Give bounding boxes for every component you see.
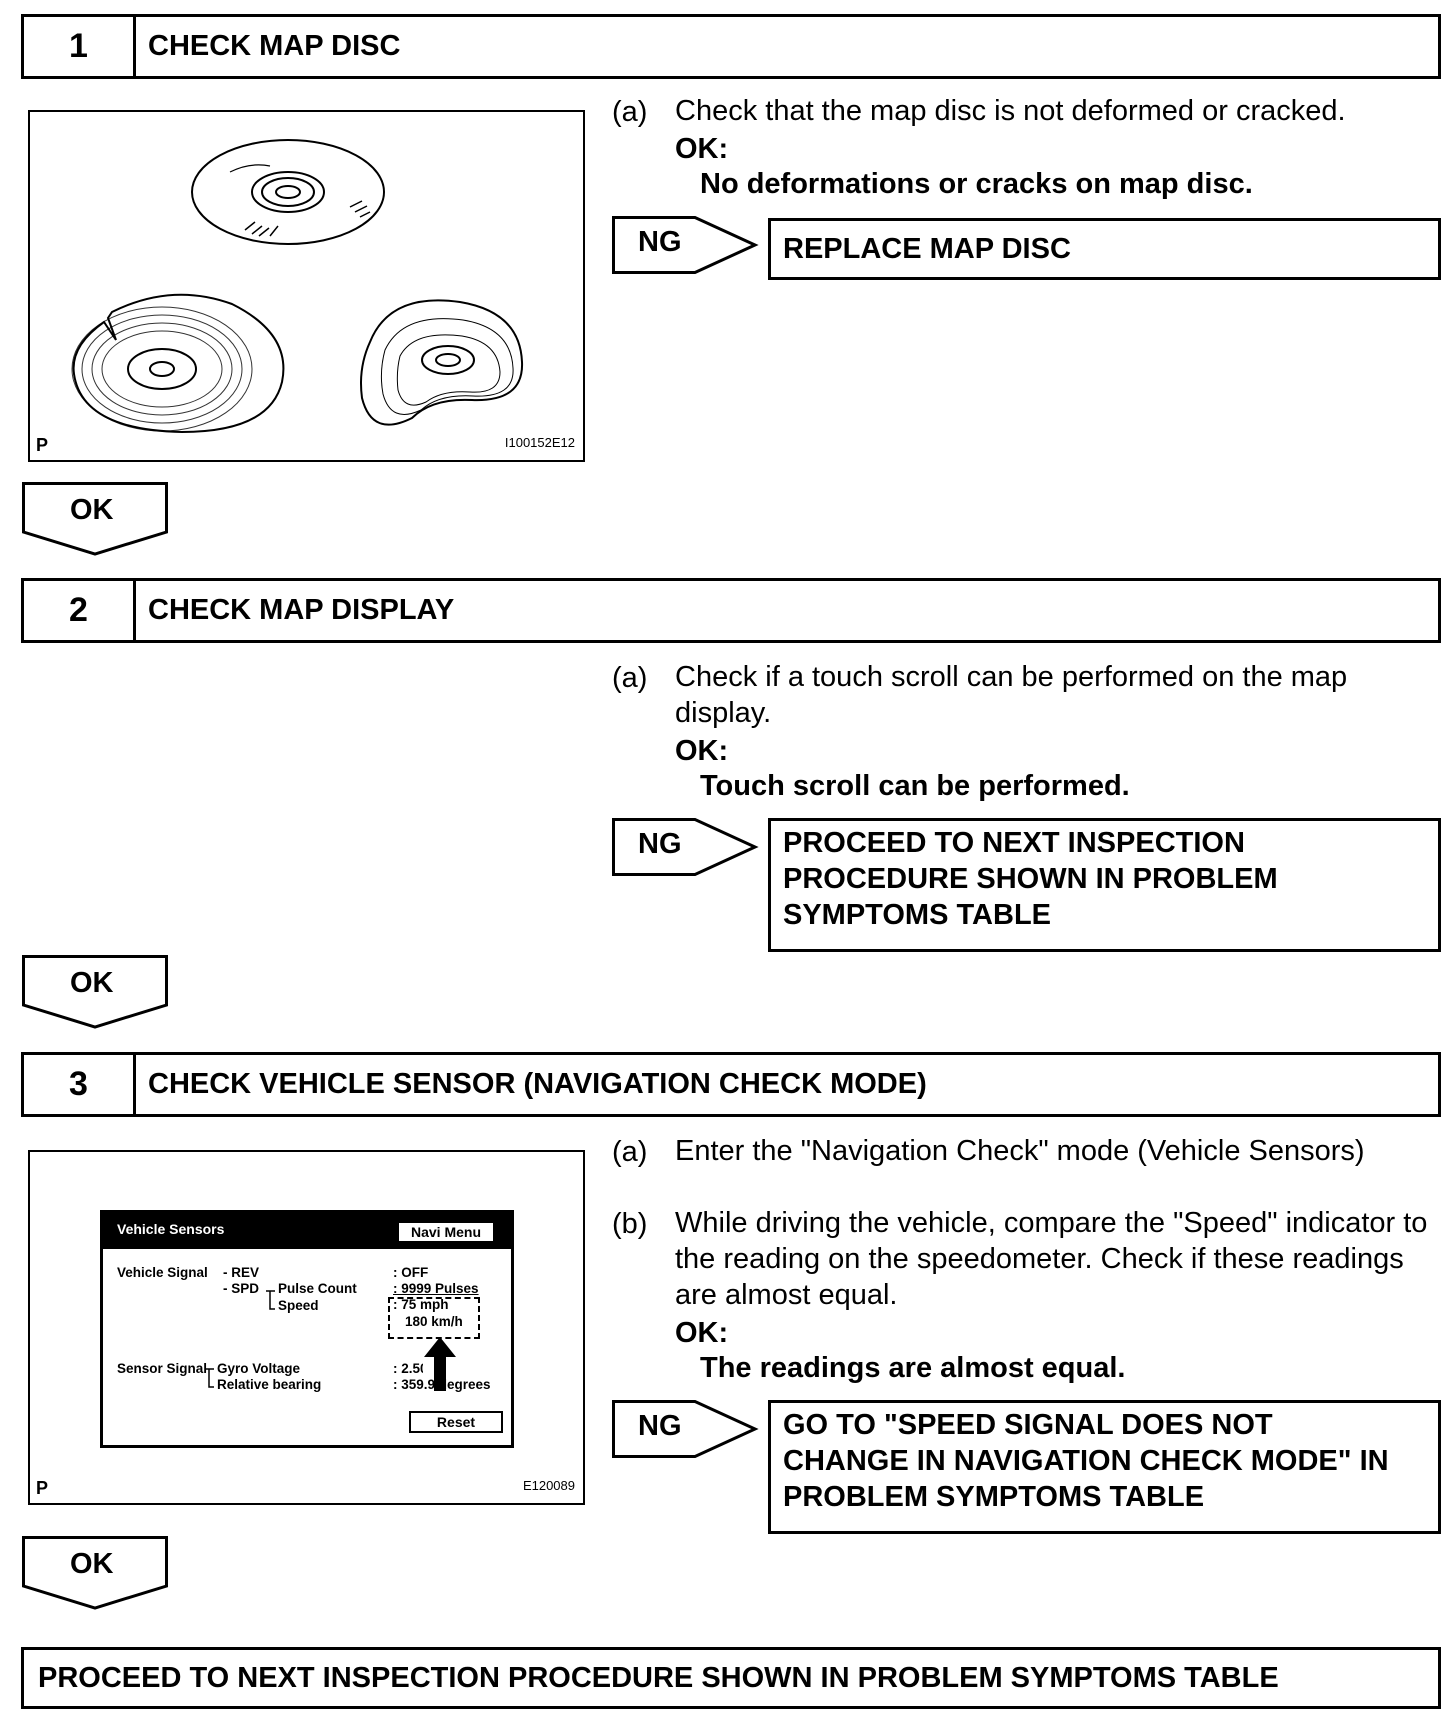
navi-menu-button[interactable]: Navi Menu (397, 1221, 495, 1243)
instruction-label: (b) (612, 1208, 648, 1240)
ng-label: NG (638, 1410, 682, 1442)
ok-criteria-text: No deformations or cracks on map disc. (700, 168, 1253, 200)
instruction-text: While driving the vehicle, compare the "… (675, 1207, 1428, 1311)
ok-label: OK (70, 967, 114, 999)
step-number: 1 (24, 17, 136, 76)
rev-label: - REV (223, 1265, 260, 1280)
ok-label: OK (70, 1548, 114, 1580)
vehicle-sensors-screen: Vehicle Sensors Navi Menu Vehicle Signal… (100, 1210, 514, 1448)
ng-action-box: REPLACE MAP DISC (768, 218, 1441, 280)
ok-criteria-heading: OK: (675, 735, 729, 767)
speed-kmh-value: 180 km/h (405, 1314, 463, 1329)
pulse-count-label: Pulse Count (278, 1281, 357, 1296)
ng-action-box: PROCEED TO NEXT INSPECTION PROCEDURE SHO… (768, 818, 1441, 952)
ng-label: NG (638, 828, 682, 860)
ng-arrow-icon (612, 216, 759, 274)
sensor-bracket-icon (205, 1368, 214, 1388)
step-1-header: 1 CHECK MAP DISC (21, 14, 1441, 79)
figure-marker: P (36, 435, 49, 455)
reset-button[interactable]: Reset (409, 1411, 503, 1433)
rev-value: : OFF (393, 1265, 429, 1280)
ok-criteria-text: Touch scroll can be performed. (700, 770, 1130, 802)
map-disc-illustration: P I100152E12 (28, 110, 585, 462)
instruction-label: (a) (612, 1136, 648, 1168)
damaged-discs-drawing (71, 139, 524, 434)
instruction-label: (a) (612, 96, 648, 128)
pulse-value: : 9999 Pulses (393, 1281, 479, 1296)
speed-mph-value: : 75 mph (393, 1297, 449, 1312)
figure-code: E120089 (522, 1478, 575, 1493)
step-number: 2 (24, 581, 136, 640)
speed-label: Speed (278, 1298, 319, 1313)
final-action-box: PROCEED TO NEXT INSPECTION PROCEDURE SHO… (21, 1647, 1441, 1709)
step-2-header: 2 CHECK MAP DISPLAY (21, 578, 1441, 643)
instruction-label: (a) (612, 662, 648, 694)
figure-marker: P (36, 1478, 49, 1498)
ok-arrow-icon (22, 482, 168, 556)
step-title: CHECK VEHICLE SENSOR (NAVIGATION CHECK M… (148, 1068, 927, 1100)
instruction-text: Check if a touch scroll can be performed… (675, 661, 1348, 729)
relative-bearing-value: : 359.9 degrees (393, 1377, 491, 1392)
step-3-header: 3 CHECK VEHICLE SENSOR (NAVIGATION CHECK… (21, 1052, 1441, 1117)
up-arrow-icon (424, 1337, 456, 1391)
sensor-signal-label: Sensor Signal (117, 1361, 208, 1376)
ok-criteria-heading: OK: (675, 1317, 729, 1349)
navigation-check-screen-illustration: Vehicle Sensors Navi Menu Vehicle Signal… (28, 1150, 585, 1505)
instruction-text: Enter the "Navigation Check" mode (Vehic… (675, 1135, 1365, 1167)
ng-arrow-icon (612, 1400, 759, 1458)
ng-action-box: GO TO "SPEED SIGNAL DOES NOT CHANGE IN N… (768, 1400, 1441, 1534)
step-number: 3 (24, 1055, 136, 1114)
ok-label: OK (70, 494, 114, 526)
figure-code: I100152E12 (504, 435, 575, 450)
ok-criteria-text: The readings are almost equal. (700, 1352, 1126, 1384)
step-title: CHECK MAP DISC (148, 30, 401, 62)
ok-arrow-icon (22, 955, 168, 1029)
spd-label: - SPD (223, 1281, 260, 1296)
ok-criteria-heading: OK: (675, 133, 729, 165)
screen-header: Vehicle Sensors Navi Menu (103, 1213, 511, 1249)
screen-title: Vehicle Sensors (117, 1221, 225, 1237)
ng-label: NG (638, 226, 682, 258)
gyro-voltage-label: Gyro Voltage (217, 1361, 301, 1376)
ok-arrow-icon (22, 1536, 168, 1610)
gyro-voltage-value: : 2.500 (393, 1361, 423, 1376)
spd-bracket-icon (266, 1290, 275, 1310)
relative-bearing-label: Relative bearing (217, 1377, 322, 1392)
instruction-text: Check that the map disc is not deformed … (675, 95, 1346, 127)
ng-arrow-icon (612, 818, 759, 876)
vehicle-signal-label: Vehicle Signal (117, 1265, 208, 1280)
step-title: CHECK MAP DISPLAY (148, 594, 455, 626)
speed-highlight-box (388, 1297, 480, 1339)
